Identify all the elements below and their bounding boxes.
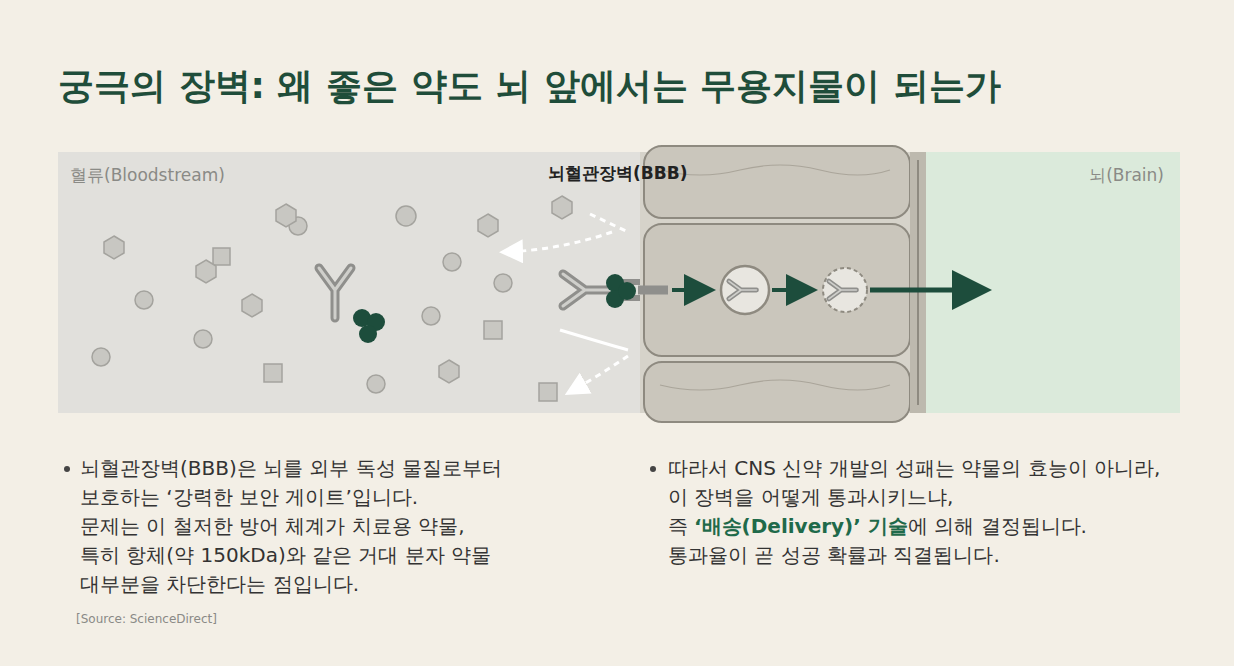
body-text: 이 장벽을 어떻게 통과시키느냐, — [668, 484, 953, 511]
bullet-dot — [64, 466, 70, 472]
region-band: 뇌(Brain) — [925, 152, 1180, 413]
source-note: [Source: ScienceDirect] — [76, 612, 217, 626]
body-text: 즉 — [668, 513, 688, 540]
title: 궁극의 장벽: 왜 좋은 약도 뇌 앞에서는 무용지물이 되는가 — [58, 62, 1001, 111]
body-text: 특히 항체(약 150kDa)와 같은 거대 분자 약물 — [80, 542, 491, 569]
body-text: 뇌혈관장벽(BBB)은 뇌를 외부 독성 물질로부터 — [80, 455, 502, 482]
body-text: 대부분을 차단한다는 점입니다. — [80, 571, 359, 598]
region-label: 뇌(Brain) — [925, 152, 1180, 187]
body-text: 보호하는 ‘강력한 보안 게이트’입니다. — [80, 484, 418, 511]
body-text: 통과율이 곧 성공 확률과 직결됩니다. — [668, 542, 1000, 569]
body-text: 에 의해 결정됩니다. — [908, 513, 1087, 540]
body-text: 문제는 이 철저한 방어 체계가 치료용 약물, — [80, 513, 465, 540]
bullet-dot — [650, 466, 656, 472]
emphasis-text: ‘배송(Delivery)’ 기술 — [694, 513, 908, 540]
region-band: 혈류(Bloodstream) — [58, 152, 640, 413]
barrier-label: 뇌혈관장벽(BBB) — [548, 162, 687, 185]
body-text: 따라서 CNS 신약 개발의 성패는 약물의 효능이 아니라, — [668, 455, 1160, 482]
